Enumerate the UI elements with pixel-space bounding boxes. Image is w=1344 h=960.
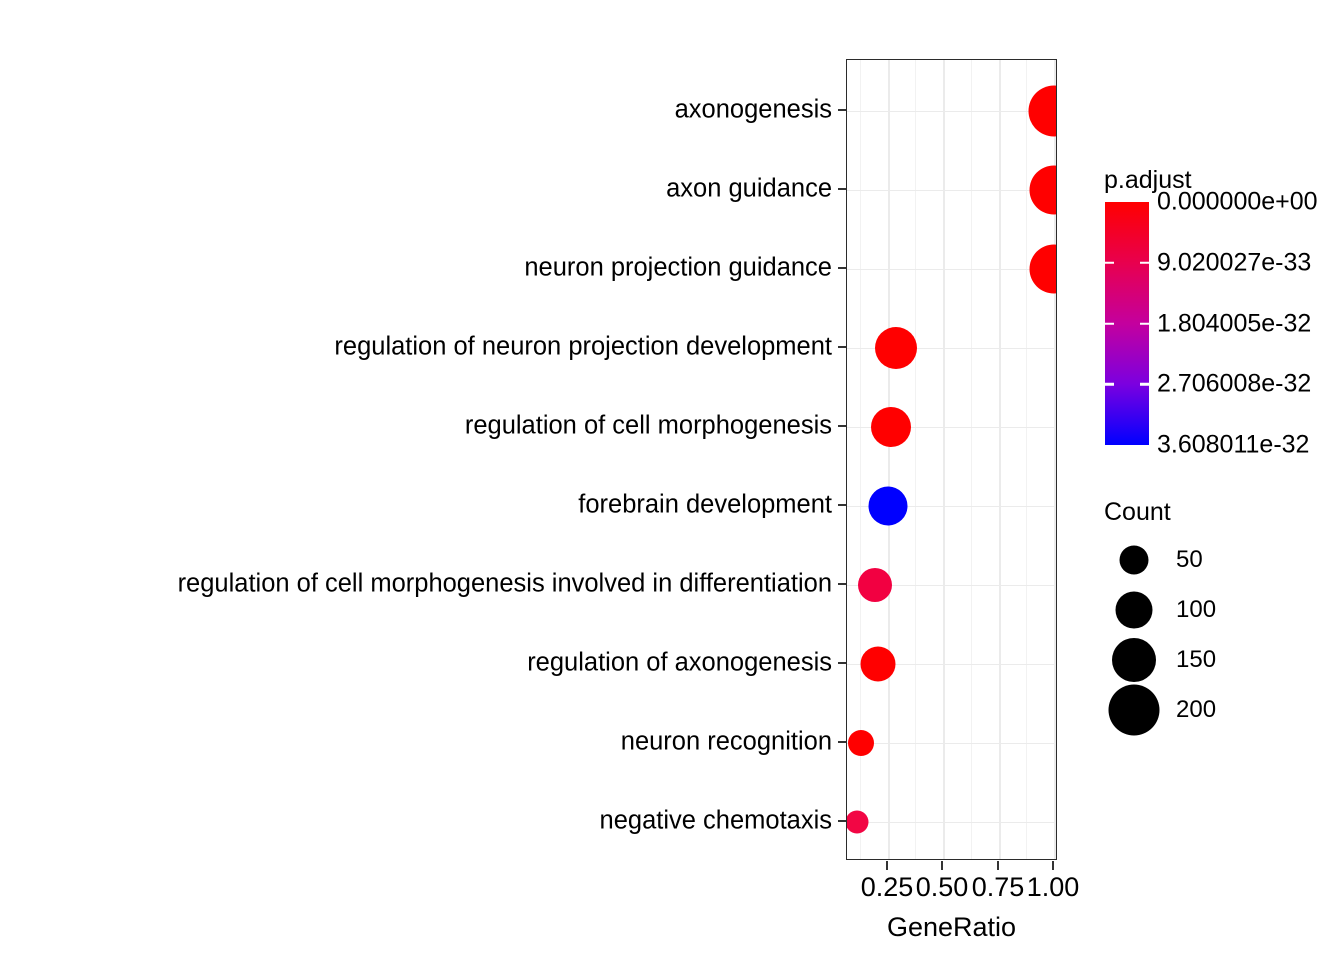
colorbar-tick-label: 1.804005e-32: [1157, 309, 1312, 337]
plot-panel: [846, 59, 1057, 860]
y-axis-label: regulation of cell morphogenesis: [464, 411, 832, 440]
y-axis-label: forebrain development: [578, 490, 832, 519]
y-axis-label: neuron recognition: [620, 727, 832, 756]
x-axis-tick-label: 0.50: [915, 872, 969, 902]
gridline-major: [847, 506, 1056, 508]
colorbar-wrap: 0.000000e+00 9.020027e-33 1.804005e-32 2…: [1105, 189, 1318, 457]
gridline-major: [847, 743, 1056, 745]
data-point[interactable]: [1029, 165, 1056, 215]
legend-count-row: 50: [1104, 535, 1203, 585]
legend-count-key: [1104, 585, 1164, 635]
data-point[interactable]: [1028, 85, 1056, 137]
y-axis-label: negative chemotaxis: [599, 806, 832, 835]
data-point[interactable]: [871, 407, 911, 447]
y-axis-tick: [838, 109, 847, 111]
x-axis-tick: [886, 861, 888, 870]
x-axis-title: GeneRatio: [886, 912, 1017, 942]
colorbar-tick: [1140, 261, 1149, 264]
data-point[interactable]: [875, 327, 917, 369]
legend-p-adjust: p.adjust 0.000000e+00 9.020027e-33 1.804…: [1104, 166, 1318, 458]
y-axis-labels: axonogenesis axon guidance neuron projec…: [0, 59, 832, 860]
legend-count-swatch: [1115, 591, 1153, 629]
y-axis-tick: [838, 504, 847, 506]
gridline-minor: [860, 60, 861, 859]
data-point[interactable]: [858, 568, 892, 602]
gridline-minor: [915, 60, 916, 859]
x-axis-tick: [941, 861, 943, 870]
gridline-minor: [1026, 60, 1027, 859]
colorbar-tick-label: 9.020027e-33: [1157, 248, 1312, 277]
colorbar-tick: [1140, 383, 1149, 386]
data-point[interactable]: [1029, 244, 1056, 294]
gridline-major: [943, 60, 945, 859]
data-point[interactable]: [860, 646, 896, 682]
y-axis-label: axonogenesis: [674, 95, 832, 124]
y-axis-tick: [838, 267, 847, 269]
legend-count-swatch: [1112, 638, 1156, 682]
y-axis-tick: [838, 662, 847, 664]
legend-count-key: [1104, 535, 1164, 585]
legend-count-key: [1104, 635, 1164, 685]
x-axis-tick-label: 1.00: [1026, 872, 1080, 902]
colorbar-tick: [1140, 322, 1149, 325]
x-axis-tick: [997, 861, 999, 870]
y-axis-tick: [838, 346, 847, 348]
legend-count-row: 100: [1104, 585, 1216, 635]
y-axis-tick: [838, 741, 847, 743]
y-axis-label: axon guidance: [666, 174, 832, 203]
gridline-major: [847, 664, 1056, 666]
gridline-major: [847, 190, 1056, 192]
legend-count-swatch: [1108, 684, 1160, 736]
y-axis-label: neuron projection guidance: [524, 253, 832, 282]
gridline-minor: [971, 60, 972, 859]
y-axis-label: regulation of axonogenesis: [527, 648, 832, 677]
gridline-major: [847, 585, 1056, 587]
gridline-major: [847, 348, 1056, 350]
gridline-major: [847, 111, 1056, 113]
x-axis-tick-label: 0.25: [860, 872, 914, 902]
gridline-major: [999, 60, 1001, 859]
colorbar-tick-label: 3.608011e-32: [1157, 430, 1310, 459]
legend-title-count: Count: [1104, 498, 1171, 526]
gridline-major: [847, 269, 1056, 271]
data-point[interactable]: [847, 810, 869, 834]
y-axis-tick: [838, 583, 847, 585]
legend-count-row: 200: [1104, 684, 1216, 736]
colorbar-tick: [1105, 383, 1114, 386]
x-axis-tick-label: 0.75: [971, 872, 1025, 902]
colorbar-tick-label: 2.706008e-32: [1157, 369, 1312, 398]
y-axis-tick: [838, 425, 847, 427]
gridline-major: [847, 822, 1056, 824]
legend-title-p-adjust: p.adjust: [1104, 166, 1192, 194]
y-axis-tick: [838, 188, 847, 190]
colorbar-tick: [1105, 261, 1114, 264]
y-axis-label: regulation of neuron projection developm…: [334, 332, 832, 361]
legend-count: Count 50 100 150 200: [1104, 498, 1216, 736]
legend-count-key: [1104, 684, 1164, 736]
y-axis-label: regulation of cell morphogenesis involve…: [177, 569, 832, 598]
x-axis-tick: [1052, 861, 1054, 870]
legend-count-label: 150: [1176, 646, 1217, 673]
y-axis-tick: [838, 820, 847, 822]
data-point[interactable]: [868, 486, 908, 526]
legend-count-label: 100: [1176, 596, 1217, 623]
data-point[interactable]: [848, 730, 874, 756]
legend-count-label: 200: [1176, 696, 1217, 723]
legend-count-row: 150: [1104, 635, 1216, 685]
colorbar-tick-label: 0.000000e+00: [1157, 187, 1318, 216]
legend-count-label: 50: [1176, 546, 1203, 573]
colorbar-tick: [1105, 322, 1114, 325]
gridline-major: [888, 60, 890, 859]
gridline-major: [847, 427, 1056, 429]
legend-count-swatch: [1119, 545, 1149, 575]
gridline-major: [1054, 60, 1056, 859]
